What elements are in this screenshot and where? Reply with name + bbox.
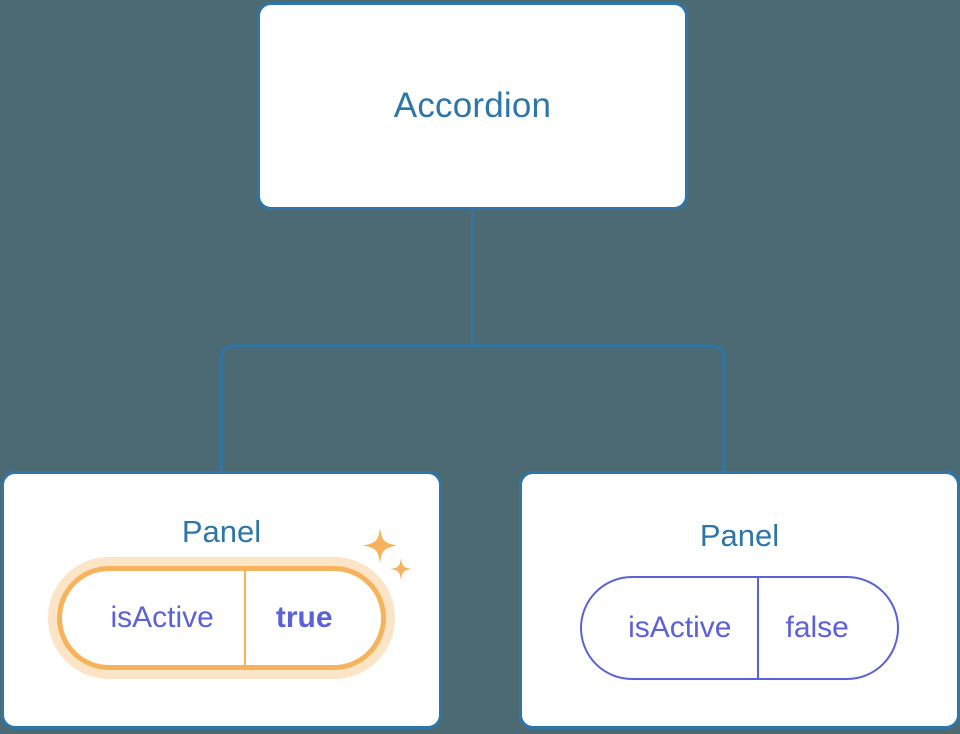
sparkle-star-small-icon (389, 558, 412, 581)
node-card-panel-1[interactable]: Panel isActive true (1, 471, 442, 729)
sparkle-star-icon (362, 528, 397, 564)
prop-pill-key-2: isActive (628, 611, 732, 645)
prop-pill-isactive-true[interactable]: isActive true (57, 566, 386, 671)
connector-children-bus (219, 344, 726, 472)
prop-pill-divider-2 (757, 578, 760, 679)
prop-pill-key-1: isActive (110, 601, 214, 635)
node-title-panel-1: Panel (181, 514, 262, 549)
prop-pill-wrapper-2: isActive false (580, 576, 899, 681)
prop-pill-isactive-false[interactable]: isActive false (580, 576, 899, 681)
node-card-panel-2[interactable]: Panel isActive false (519, 471, 960, 729)
prop-pill-wrapper-1: isActive true (57, 528, 412, 671)
prop-pill-value-1: true (275, 601, 333, 635)
prop-pill-value-2: false (785, 611, 849, 645)
node-title-accordion: Accordion (393, 85, 552, 125)
node-title-panel-2: Panel (699, 518, 780, 553)
prop-pill-divider-1 (243, 571, 246, 666)
node-card-accordion[interactable]: Accordion (257, 2, 688, 210)
